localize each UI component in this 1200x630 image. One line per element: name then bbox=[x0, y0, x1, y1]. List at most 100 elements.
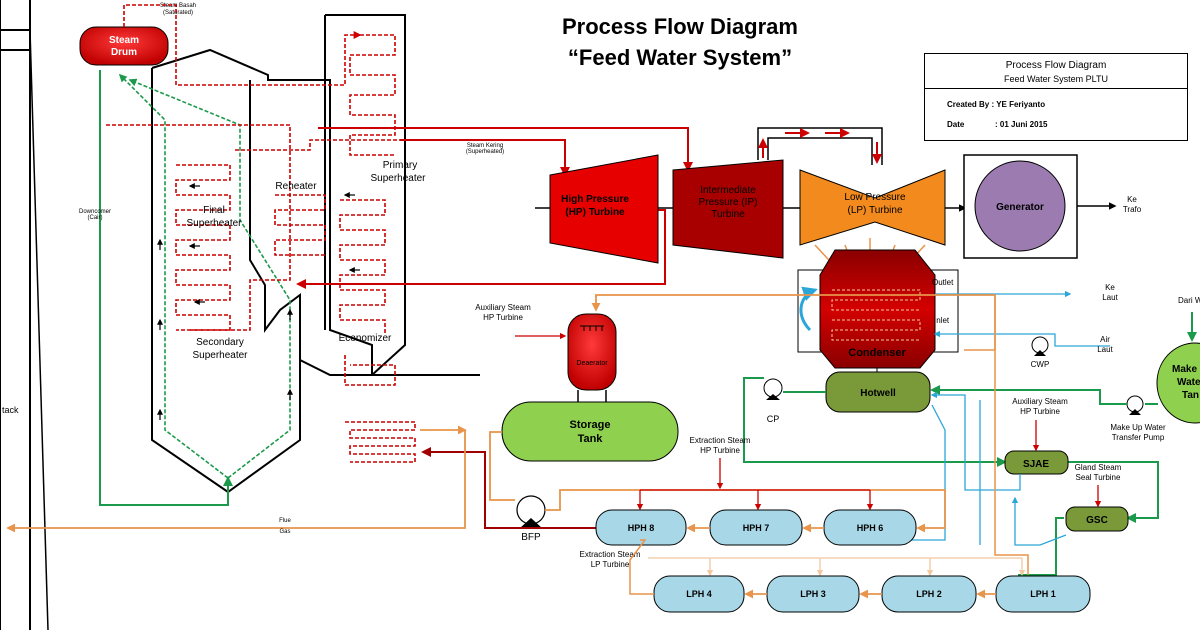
lph1-label: LPH 1 bbox=[1030, 589, 1056, 599]
ip-turbine-label-2: Pressure (IP) bbox=[699, 197, 758, 208]
superheated-steam-line bbox=[400, 139, 570, 177]
saturated-steam-line bbox=[123, 4, 362, 86]
makeup-pump bbox=[1126, 395, 1144, 415]
hph8-label: HPH 8 bbox=[628, 523, 655, 533]
makeup-water-tank: Make Wate Tan bbox=[1156, 342, 1200, 424]
primary-superheater-label-2: Superheater bbox=[370, 173, 426, 184]
final-superheater-label-1: Final bbox=[203, 205, 225, 216]
diagram-title-line-2: “Feed Water System” bbox=[567, 45, 793, 70]
inlet-label: Inlet bbox=[934, 316, 950, 325]
ke-laut-label-1: Ke bbox=[1105, 283, 1115, 292]
ke-laut-label-2: Laut bbox=[1102, 293, 1118, 302]
lp-turbine-label-2: (LP) Turbine bbox=[847, 205, 902, 216]
hph6-label: HPH 6 bbox=[857, 523, 884, 533]
makeup-pump-label-2: Transfer Pump bbox=[1112, 433, 1165, 442]
stack: tack bbox=[0, 0, 49, 630]
lp-turbine: Low Pressure (LP) Turbine bbox=[799, 169, 946, 246]
hph6: HPH 6 bbox=[823, 509, 917, 546]
hot-reheat-line bbox=[318, 127, 693, 172]
info-box-date-label: Date bbox=[947, 120, 965, 129]
generator: Generator bbox=[963, 154, 1078, 259]
lph2-label: LPH 2 bbox=[916, 589, 942, 599]
riser-left-line bbox=[118, 73, 229, 479]
hp-turbine: High Pressure (HP) Turbine bbox=[549, 154, 659, 264]
deaerator-label: Deaerator bbox=[576, 360, 608, 367]
hp-turbine-label-2: (HP) Turbine bbox=[565, 207, 625, 218]
makeup-tank-label-1: Make bbox=[1172, 364, 1197, 375]
hph7-label: HPH 7 bbox=[743, 523, 770, 533]
sea-water-inlet-line bbox=[933, 330, 1110, 347]
makeup-pump-label-1: Make Up Water bbox=[1110, 423, 1166, 432]
generator-label: Generator bbox=[996, 202, 1044, 213]
makeup-tank-label-3: Tan bbox=[1182, 390, 1199, 401]
ke-trafo-label-1: Ke bbox=[1127, 195, 1137, 204]
aux-steam-dea-label-1: Auxiliary Steam bbox=[475, 303, 531, 312]
bfp-label: BFP bbox=[521, 532, 541, 543]
lph3: LPH 3 bbox=[766, 575, 860, 613]
makeup-tank-label-2: Wate bbox=[1177, 377, 1200, 388]
condensate-upper-line bbox=[964, 349, 1029, 575]
hotwell: Hotwell bbox=[825, 371, 931, 413]
extraction-hp-label-1: Extraction Steam bbox=[690, 436, 751, 445]
sjae-drain-line bbox=[930, 391, 1021, 491]
sjae-label: SJAE bbox=[1023, 459, 1049, 470]
info-box-divider bbox=[925, 88, 1187, 89]
lph4: LPH 4 bbox=[653, 575, 745, 613]
steam-kering-label-2: (Superheated) bbox=[466, 149, 504, 155]
condensate-to-deaerator-line bbox=[591, 294, 996, 350]
info-box-date-value: : 01 Juni 2015 bbox=[995, 120, 1048, 129]
air-laut-label-2: Laut bbox=[1097, 345, 1113, 354]
economizer-coil bbox=[339, 199, 386, 335]
steam-basah-label-1: Steam Basah bbox=[160, 3, 196, 9]
reheater-label: Reheater bbox=[275, 181, 317, 192]
condenser: Condenser bbox=[797, 249, 959, 369]
gsc-drain-line bbox=[1011, 496, 1067, 546]
lph1: LPH 1 bbox=[995, 575, 1091, 613]
deaerator: Deaerator bbox=[567, 313, 617, 391]
reheater-coil bbox=[274, 194, 326, 256]
secondary-superheater-label-2: Superheater bbox=[192, 350, 248, 361]
riser-right-line bbox=[128, 78, 291, 479]
ke-trafo-label-2: Trafo bbox=[1123, 205, 1142, 214]
storage-tank-label-2: Tank bbox=[578, 433, 604, 445]
bfp-pump: BFP bbox=[516, 495, 546, 543]
dari-label: Dari W bbox=[1178, 296, 1200, 305]
storage-to-bfp-line bbox=[489, 431, 515, 501]
cp-label: CP bbox=[767, 414, 780, 424]
info-box: Process Flow Diagram Feed Water System P… bbox=[924, 53, 1188, 141]
hotwell-label: Hotwell bbox=[860, 388, 896, 399]
crossover-pipe-outer bbox=[757, 127, 883, 165]
hph8-to-economizer-line bbox=[421, 447, 596, 529]
crossover-pipe-inner bbox=[767, 137, 873, 165]
info-box-created-by: Created By : YE Feriyanto bbox=[947, 100, 1046, 109]
downcomer-label-2: (Cair) bbox=[88, 215, 103, 221]
extraction-hp-label-2: HP Turbine bbox=[700, 446, 740, 455]
lph2: LPH 2 bbox=[881, 575, 977, 613]
primary-superheater-coil bbox=[349, 34, 396, 156]
gsc-to-lph1-line bbox=[1018, 517, 1064, 576]
extraction-lp-label-2: LP Turbine bbox=[591, 560, 630, 569]
downcomer-label-1: Downcomer bbox=[79, 209, 111, 215]
boiler-flow-arrows bbox=[157, 183, 360, 420]
gsc: GSC bbox=[1065, 506, 1129, 532]
gland-steam-label-1: Gland Steam bbox=[1075, 463, 1122, 472]
aux-steam-sjae-label-1: Auxiliary Steam bbox=[1012, 397, 1068, 406]
final-to-hp-link bbox=[235, 139, 400, 151]
lp-turbine-label-1: Low Pressure bbox=[844, 192, 906, 203]
gland-steam-label-2: Seal Turbine bbox=[1076, 473, 1121, 482]
steam-basah-label-2: (Saturated) bbox=[163, 10, 193, 16]
steam-kering-label-1: Steam Kering bbox=[467, 143, 503, 149]
ip-turbine-label-3: Turbine bbox=[711, 209, 745, 220]
cp-pump: CP bbox=[763, 378, 783, 424]
lph4-outlet bbox=[629, 539, 654, 595]
cwp-label: CWP bbox=[1031, 360, 1050, 369]
downcomer-line bbox=[99, 70, 233, 506]
cold-reheat-line bbox=[296, 209, 666, 289]
hp-turbine-label-1: High Pressure bbox=[561, 194, 629, 205]
extraction-lp-label-1: Extraction Steam bbox=[580, 550, 641, 559]
final-superheater-label-2: Superheater bbox=[186, 218, 242, 229]
sjae: SJAE bbox=[1004, 450, 1069, 475]
info-box-title: Process Flow Diagram bbox=[1005, 60, 1107, 71]
storage-tank: Storage Tank bbox=[501, 401, 679, 462]
air-laut-label-1: Air bbox=[1100, 335, 1110, 344]
